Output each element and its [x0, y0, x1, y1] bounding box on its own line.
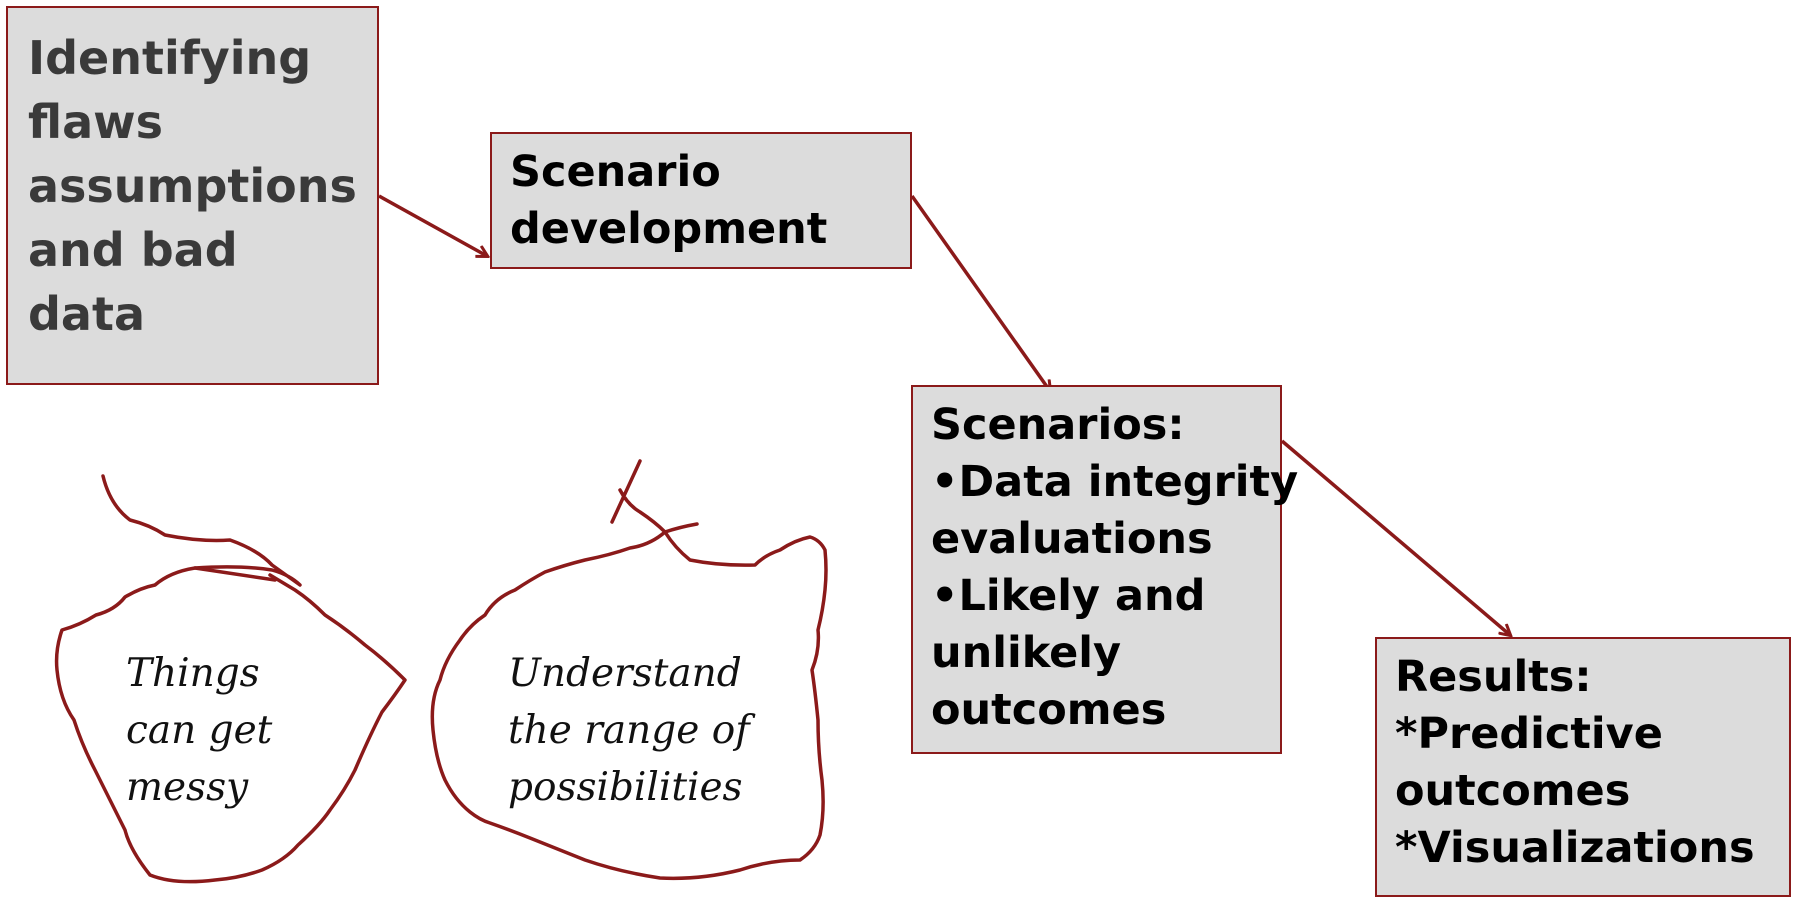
note-range-line: possibilities — [508, 765, 743, 810]
box-identifying-line: flaws — [28, 95, 164, 149]
box-scenarios-line: outcomes — [931, 685, 1167, 735]
box-scenarios-line: unlikely — [931, 628, 1122, 678]
box-results-line: outcomes — [1395, 766, 1631, 816]
arrow-scenarios-to-results — [1280, 439, 1510, 635]
box-scenarios-line: Scenarios: — [931, 400, 1185, 450]
note-things-can-get-messy: Things can get messy — [126, 645, 272, 816]
arrow-identifying-to-scenario — [378, 194, 487, 256]
box-results: Results: *Predictive outcomes *Visualiza… — [1375, 637, 1791, 897]
note-understand-range: Understand the range of possibilities — [508, 645, 750, 816]
box-scenarios-line: •Likely and — [931, 571, 1206, 621]
box-results-line: *Visualizations — [1395, 823, 1755, 873]
note-messy-line: can get — [126, 708, 273, 753]
note-messy-line: Things — [126, 651, 260, 696]
box-identifying-line: Identifying — [28, 31, 312, 85]
note-range-line: the range of — [508, 708, 750, 753]
box-identifying-flaws: Identifying flaws assumptions and bad da… — [6, 6, 379, 385]
box-scenario-development-line: development — [510, 204, 828, 254]
box-identifying-line: assumptions — [28, 159, 357, 213]
box-results-line: *Predictive — [1395, 709, 1663, 759]
note-range-line: Understand — [508, 651, 742, 696]
box-scenarios-line: evaluations — [931, 514, 1213, 564]
box-scenarios: Scenarios: •Data integrity evaluations •… — [911, 385, 1299, 754]
box-results-line: Results: — [1395, 652, 1592, 702]
arrow-scenario-to-scenarios — [910, 194, 1050, 391]
hand-drawn-blob-range — [430, 459, 828, 881]
hand-drawn-blob-messy — [54, 474, 407, 884]
note-messy-line: messy — [126, 765, 249, 810]
box-identifying-line: data — [28, 287, 145, 341]
hand-drawn-blob-messy-top — [193, 566, 277, 582]
box-identifying-line: and bad — [28, 223, 238, 277]
box-scenario-development: Scenario development — [490, 132, 912, 269]
box-scenarios-line: •Data integrity — [931, 457, 1299, 507]
box-scenario-development-line: Scenario — [510, 147, 721, 197]
